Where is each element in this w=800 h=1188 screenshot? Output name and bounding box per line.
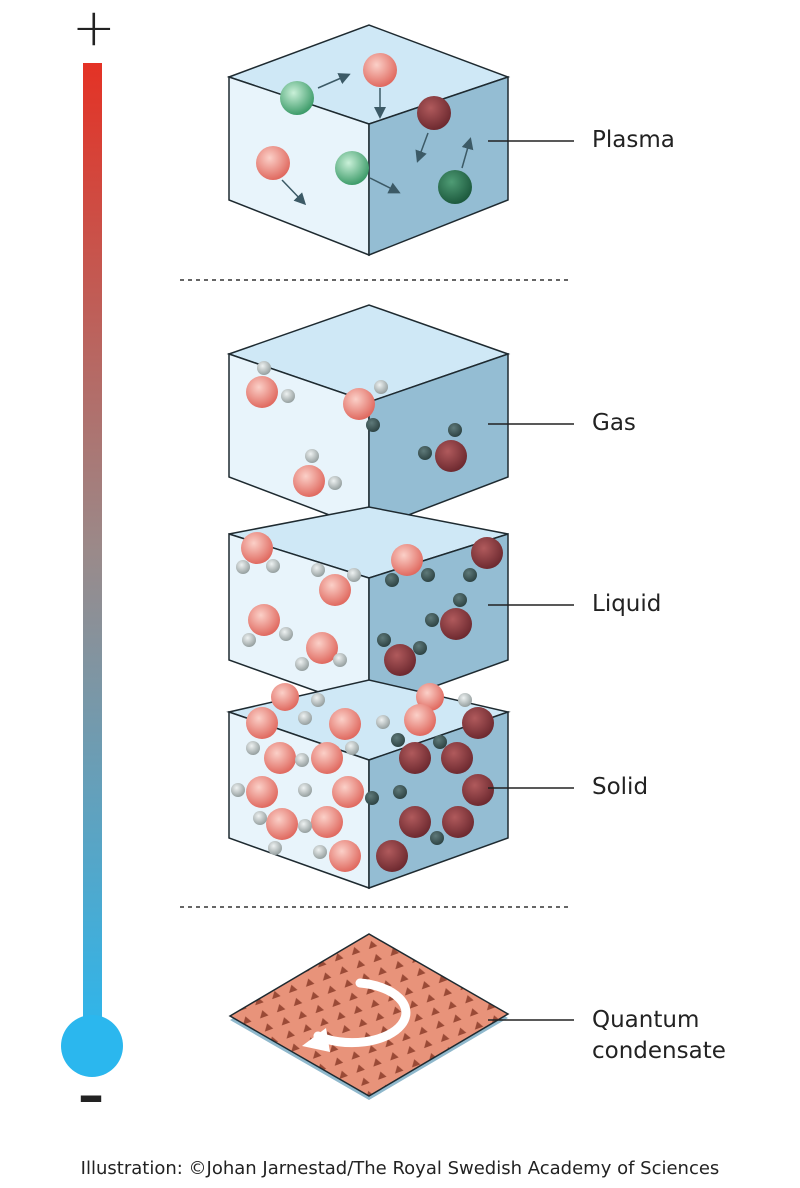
label-plasma: Plasma: [592, 127, 675, 153]
thermometer-bar: [83, 63, 102, 1043]
label-quantum-line2: condensate: [592, 1038, 726, 1064]
temperature-scale: [61, 63, 123, 1077]
label-liquid: Liquid: [592, 591, 662, 617]
quantum-condensate-sheet: [228, 933, 510, 1100]
gas-cube: [226, 304, 511, 532]
label-solid: Solid: [592, 774, 649, 800]
thermometer-bulb: [61, 1015, 123, 1077]
label-gas: Gas: [592, 410, 636, 436]
liquid-cube: [228, 506, 509, 712]
cold-end-symbol: –: [78, 1066, 104, 1126]
hot-end-symbol: +: [72, 0, 116, 58]
label-quantum-line1: Quantum: [592, 1007, 700, 1033]
illustration-credit: Illustration: ©Johan Jarnestad/The Royal…: [80, 1158, 720, 1179]
solid-cube: [226, 679, 511, 890]
label-quantum-condensate: Quantum condensate: [592, 1005, 726, 1067]
plasma-cube: [226, 24, 511, 257]
